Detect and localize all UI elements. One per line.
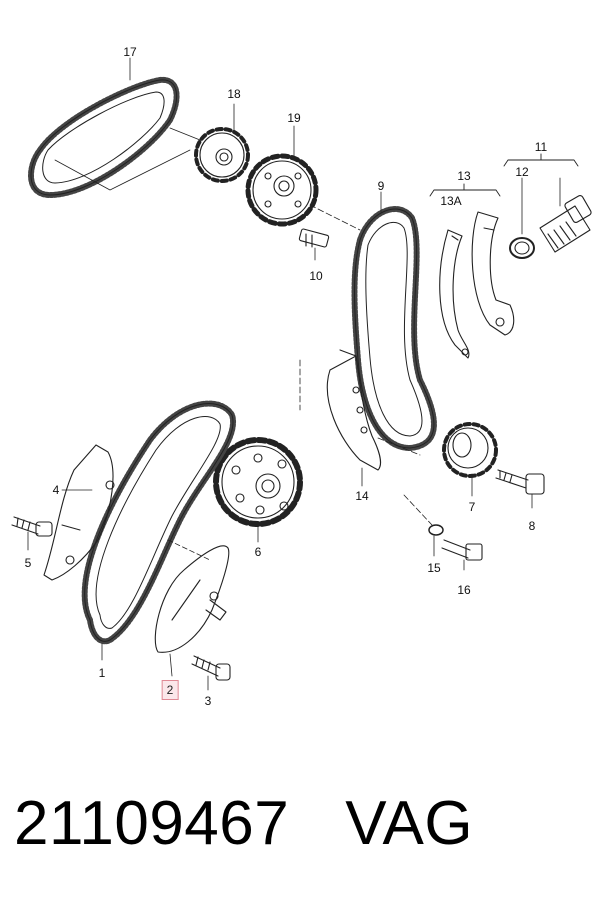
bolt-8	[495, 469, 545, 495]
part-number-footer: 21109467 VAG	[14, 788, 473, 859]
chain-tensioner-11	[539, 195, 592, 253]
callout-14: 14	[355, 489, 369, 503]
callout-4: 4	[52, 483, 60, 497]
callout-8: 8	[528, 519, 536, 533]
callout-15: 15	[427, 561, 441, 575]
callout-2-highlighted[interactable]: 2	[161, 680, 179, 700]
sprocket-7	[442, 422, 498, 478]
sprocket-19	[245, 153, 319, 227]
tensioner-rail-2[interactable]	[154, 545, 230, 653]
guide-rail-13A	[439, 229, 470, 359]
timing-chain-17	[28, 76, 180, 198]
callout-7: 7	[468, 500, 476, 514]
callout-13: 13	[457, 169, 471, 183]
exploded-parts-diagram	[11, 57, 592, 691]
callout-16: 16	[457, 583, 471, 597]
callout-18: 18	[227, 87, 241, 101]
sprocket-18	[194, 127, 250, 183]
callout-3: 3	[204, 694, 212, 708]
bolt-3	[191, 655, 231, 681]
sprocket-6	[213, 437, 303, 527]
seal-ring-12	[509, 237, 535, 259]
bolt-16	[441, 539, 483, 561]
callout-17: 17	[123, 45, 137, 59]
timing-chain-9	[351, 206, 437, 451]
callout-6: 6	[254, 545, 262, 559]
timing-chain-1	[81, 400, 237, 645]
bolt-10	[298, 228, 330, 248]
callout-5: 5	[24, 556, 32, 570]
callout-13A: 13A	[440, 194, 462, 208]
guide-rail-14	[326, 349, 381, 471]
brand-name: VAG	[345, 789, 474, 858]
callout-12: 12	[515, 165, 529, 179]
callout-11: 11	[534, 140, 548, 154]
tensioner-rail-13	[471, 211, 515, 336]
guide-rail-4	[43, 444, 115, 581]
washer-15	[428, 524, 444, 536]
part-number: 21109467	[14, 789, 290, 858]
bolt-5	[11, 516, 53, 537]
callout-9: 9	[377, 179, 385, 193]
callout-1: 1	[98, 666, 106, 680]
callout-19: 19	[287, 111, 301, 125]
callout-10: 10	[309, 269, 323, 283]
